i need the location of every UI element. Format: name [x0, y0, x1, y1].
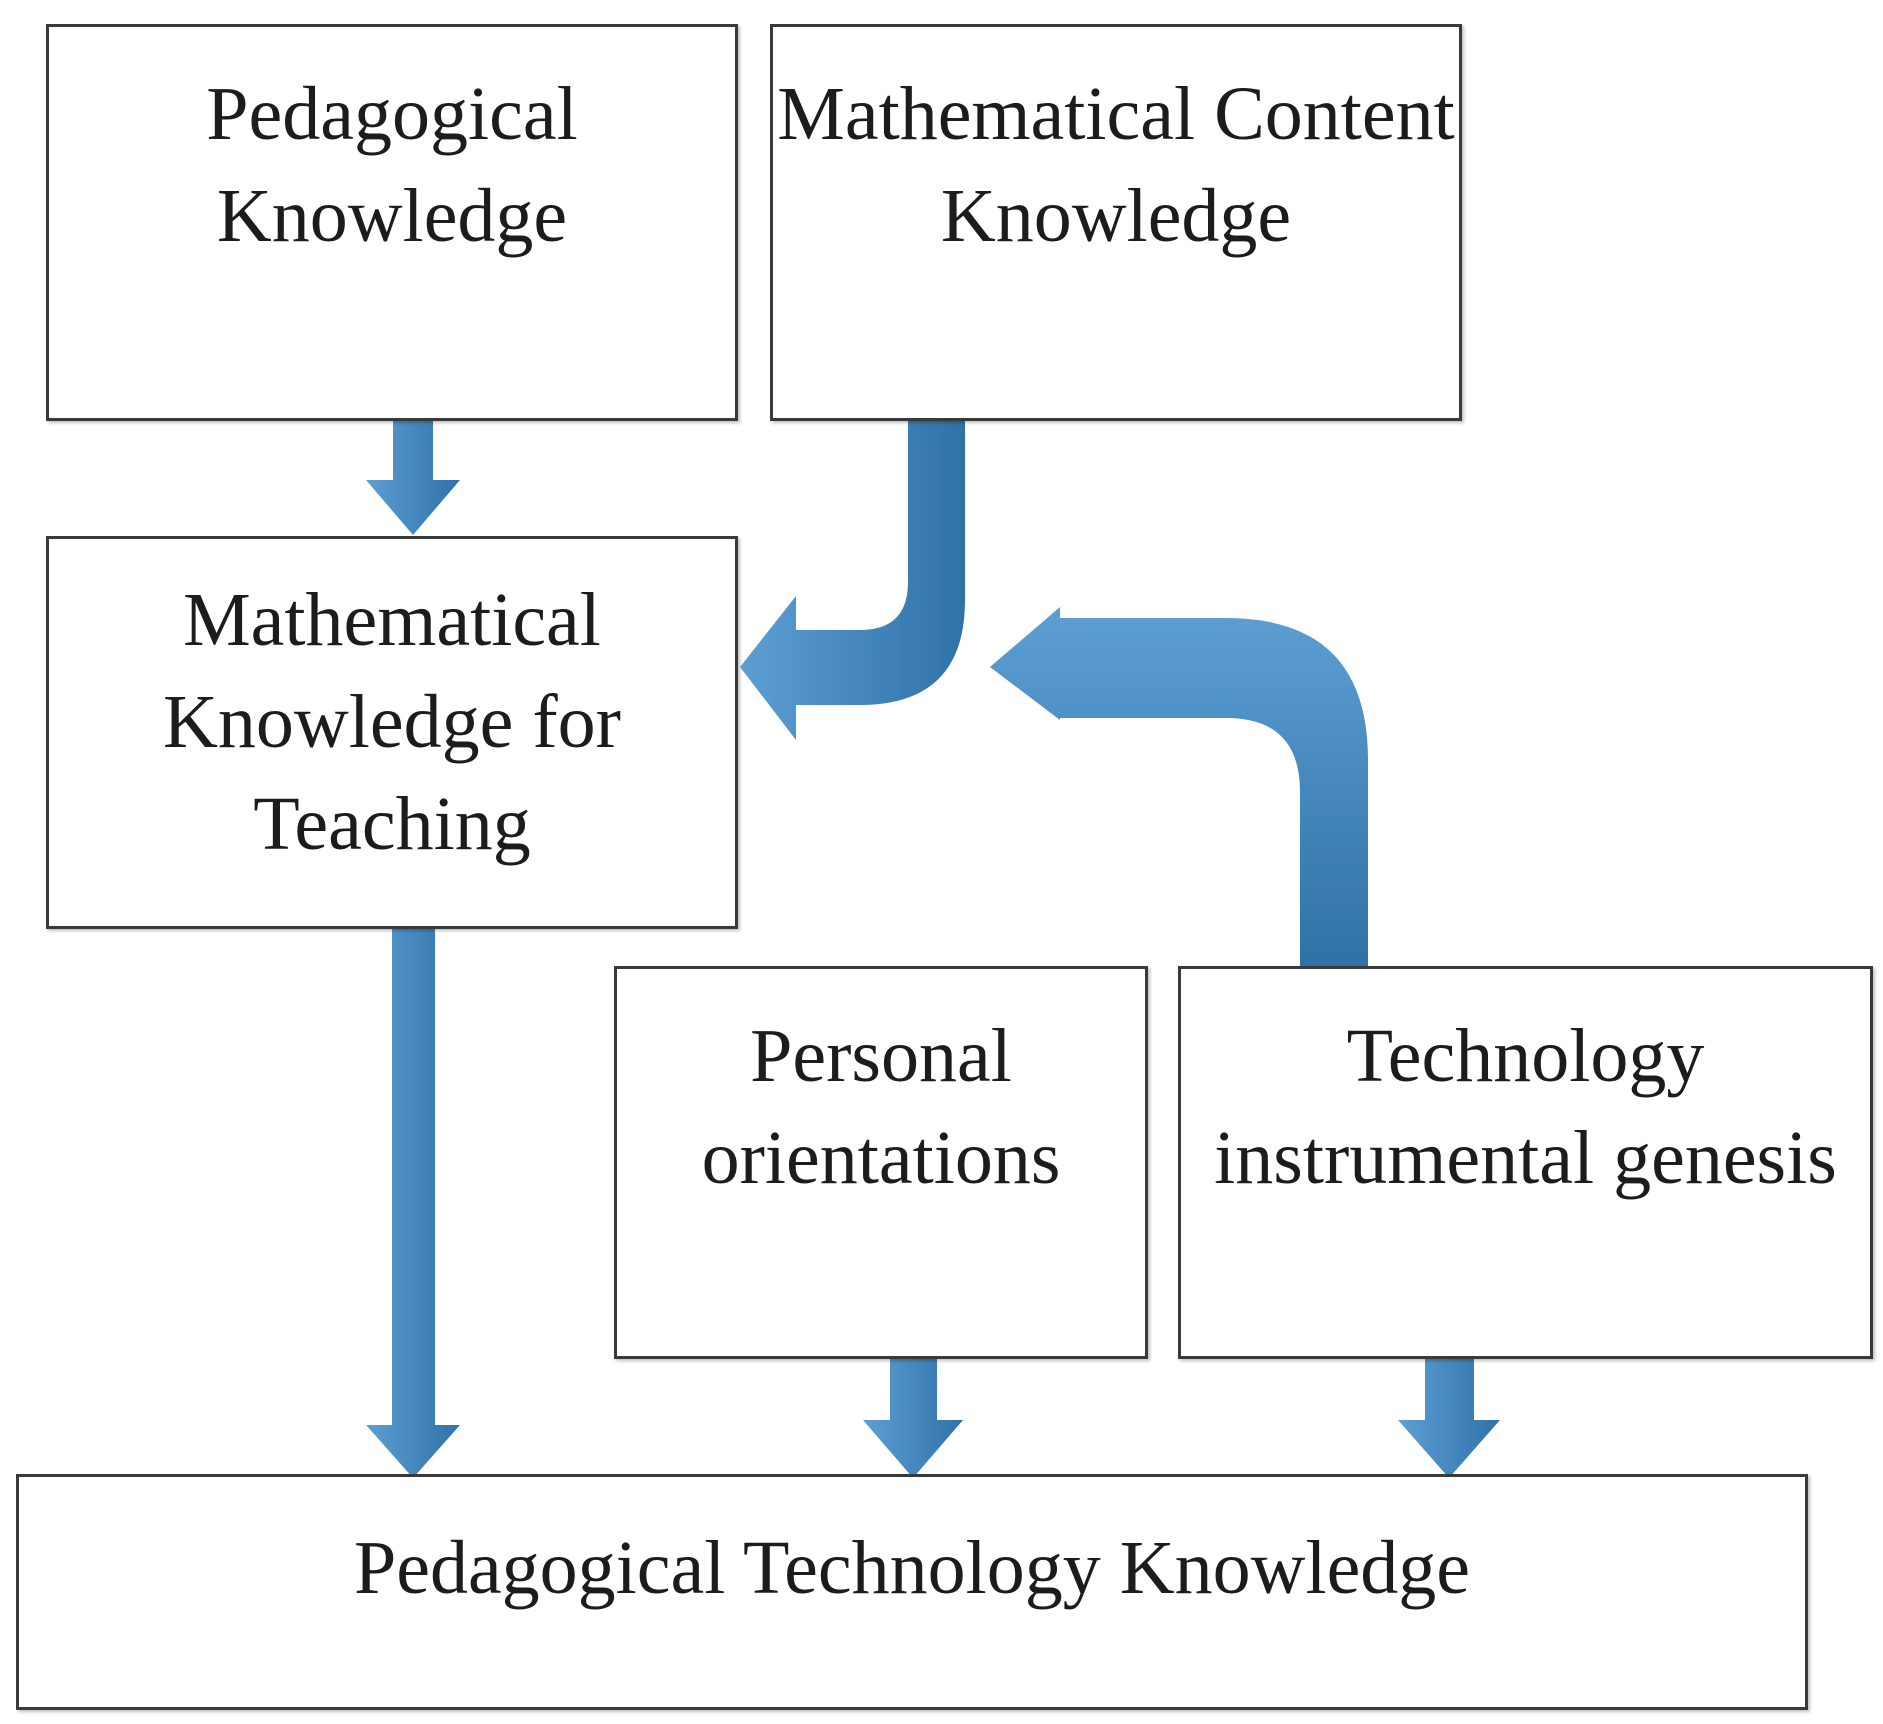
- box-label-line: Teaching: [253, 782, 531, 866]
- arrow-mkt-to-ptk: [366, 929, 460, 1478]
- box-label-line: orientations: [701, 1116, 1061, 1200]
- box-label-line: instrumental genesis: [1214, 1116, 1837, 1200]
- personal-orientations-box: Personal orientations: [614, 966, 1148, 1359]
- arrow-tig-to-ptk: [1398, 1359, 1500, 1478]
- arrow-mck-to-mkt: [740, 420, 965, 740]
- box-label-line: Mathematical Content: [777, 72, 1455, 156]
- pedagogical-knowledge-box: Pedagogical Knowledge: [46, 24, 738, 421]
- box-label-line: Mathematical: [183, 578, 601, 662]
- technology-instrumental-genesis-box: Technology instrumental genesis: [1178, 966, 1873, 1359]
- box-label-line: Pedagogical Technology Knowledge: [353, 1526, 1471, 1610]
- pedagogical-technology-knowledge-box: Pedagogical Technology Knowledge: [16, 1474, 1808, 1710]
- box-label-line: Personal: [750, 1014, 1012, 1098]
- arrow-tig-to-mkt: [990, 607, 1368, 966]
- mathematical-knowledge-for-teaching-box: Mathematical Knowledge for Teaching: [46, 536, 738, 929]
- box-label-line: Knowledge: [940, 174, 1292, 258]
- box-label-line: Knowledge: [216, 174, 568, 258]
- box-label-line: Knowledge for: [163, 680, 621, 764]
- box-label-line: Technology: [1346, 1014, 1705, 1098]
- arrow-po-to-ptk: [863, 1359, 963, 1478]
- mathematical-content-knowledge-box: Mathematical Content Knowledge: [770, 24, 1462, 421]
- arrow-pk-to-mkt: [366, 420, 460, 535]
- box-label-line: Pedagogical: [206, 72, 578, 156]
